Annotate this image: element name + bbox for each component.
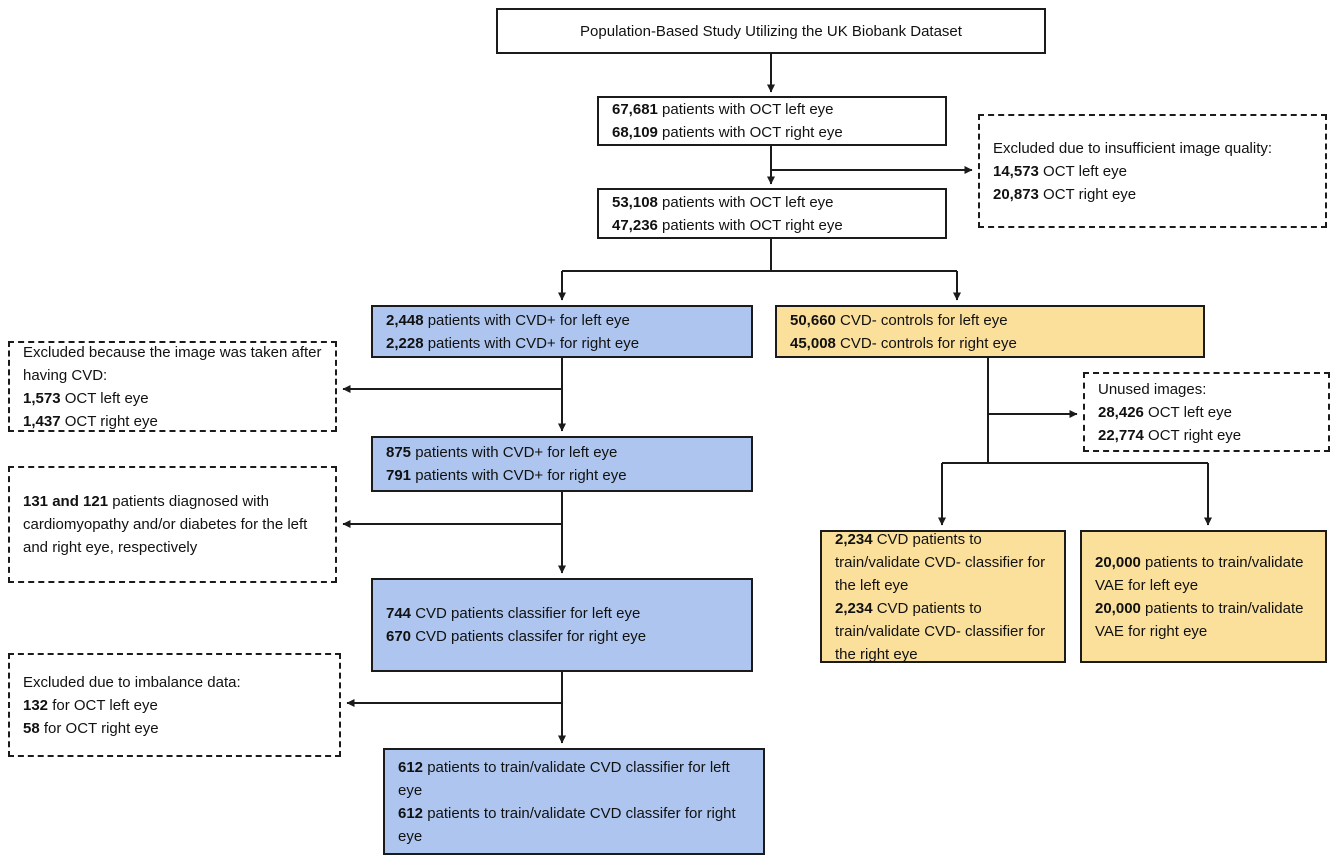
title-box: Population-Based Study Utilizing the UK … [496, 8, 1046, 54]
box-text-line: 28,426 OCT left eye [1098, 403, 1232, 421]
box-cvd-negative-controls: 50,660 CVD- controls for left eye 45,008 … [775, 305, 1205, 358]
box-text-line: 744 CVD patients classifier for left eye [386, 605, 641, 622]
box-cvd-positive-initial: 2,448 patients with CVD+ for left eye 2,2… [371, 305, 753, 358]
diagram-title: Population-Based Study Utilizing the UK … [580, 22, 962, 40]
box-text-line: 875 patients with CVD+ for left eye [386, 444, 618, 461]
box-cvd-positive-filtered: 875 patients with CVD+ for left eye 791 p… [371, 436, 753, 492]
box-text-line: 67,681 patients with OCT left eye [612, 101, 834, 118]
box-text-line: 612 patients to train/validate CVD class… [398, 758, 730, 799]
box-text-line: 22,774 OCT right eye [1098, 426, 1242, 444]
box-text-line: 45,008 CVD- controls for right eye [790, 334, 1017, 352]
box-vae-train-validate: 20,000 patients to train/validate VAE fo… [1080, 530, 1327, 663]
box-text-line: 1,573 OCT left eye [23, 389, 149, 407]
box-oct-patients-initial: 67,681 patients with OCT left eye 68,109 … [597, 96, 947, 146]
box-text-line: 47,236 patients with OCT right eye [612, 216, 843, 234]
box-cvd-train-validate: 612 patients to train/validate CVD class… [383, 748, 765, 855]
box-text-line: 791 patients with CVD+ for right eye [386, 467, 627, 484]
box-cvd-neg-train-validate: 2,234 CVD patients to train/validate CVD… [820, 530, 1066, 663]
box-text-line: 612 patients to train/validate CVD class… [398, 804, 736, 845]
box-text-line: 20,000 patients to train/validate VAE fo… [1095, 599, 1304, 640]
box-excluded-imbalance: Excluded due to imbalance data: 132 for O… [8, 653, 341, 757]
box-text-line: 68,109 patients with OCT right eye [612, 124, 843, 141]
box-text-line: Excluded because the image was taken aft… [23, 343, 322, 384]
box-text-line: 2,234 CVD patients to train/validate CVD… [835, 530, 1046, 594]
box-text-line: 131 and 121 patients diagnosed with card… [23, 493, 308, 556]
box-text-line: Excluded due to insufficient image quali… [993, 139, 1273, 157]
box-text-line: 20,873 OCT right eye [993, 185, 1137, 203]
box-text-line: 50,660 CVD- controls for left eye [790, 311, 1008, 329]
box-text-line: 58 for OCT right eye [23, 719, 159, 737]
box-text-line: 14,573 OCT left eye [993, 162, 1127, 180]
box-oct-patients-after-qc: 53,108 patients with OCT left eye 47,236 … [597, 188, 947, 239]
box-excluded-image-quality: Excluded due to insufficient image quali… [978, 114, 1327, 228]
box-text-line: 670 CVD patients classifer for right eye [386, 628, 647, 645]
box-text-line: 2,448 patients with CVD+ for left eye [386, 311, 630, 329]
box-cvd-classifier-patients: 744 CVD patients classifier for left eye… [371, 578, 753, 672]
box-excluded-image-after-cvd: Excluded because the image was taken aft… [8, 341, 337, 432]
box-text-line: Excluded due to imbalance data: [23, 673, 241, 691]
box-text-line: 20,000 patients to train/validate VAE fo… [1095, 553, 1304, 594]
box-text-line: 2,228 patients with CVD+ for right eye [386, 334, 640, 352]
box-text-line: 1,437 OCT right eye [23, 412, 158, 430]
box-text-line: 53,108 patients with OCT left eye [612, 193, 834, 211]
box-excluded-cardiomyopathy-diabetes: 131 and 121 patients diagnosed with card… [8, 466, 337, 583]
box-text-line: 132 for OCT left eye [23, 696, 158, 714]
box-text-line: Unused images: [1098, 380, 1207, 398]
box-text-line: 2,234 CVD patients to train/validate CVD… [835, 599, 1046, 663]
box-unused-images: Unused images: 28,426 OCT left eye 22,774 … [1083, 372, 1330, 452]
